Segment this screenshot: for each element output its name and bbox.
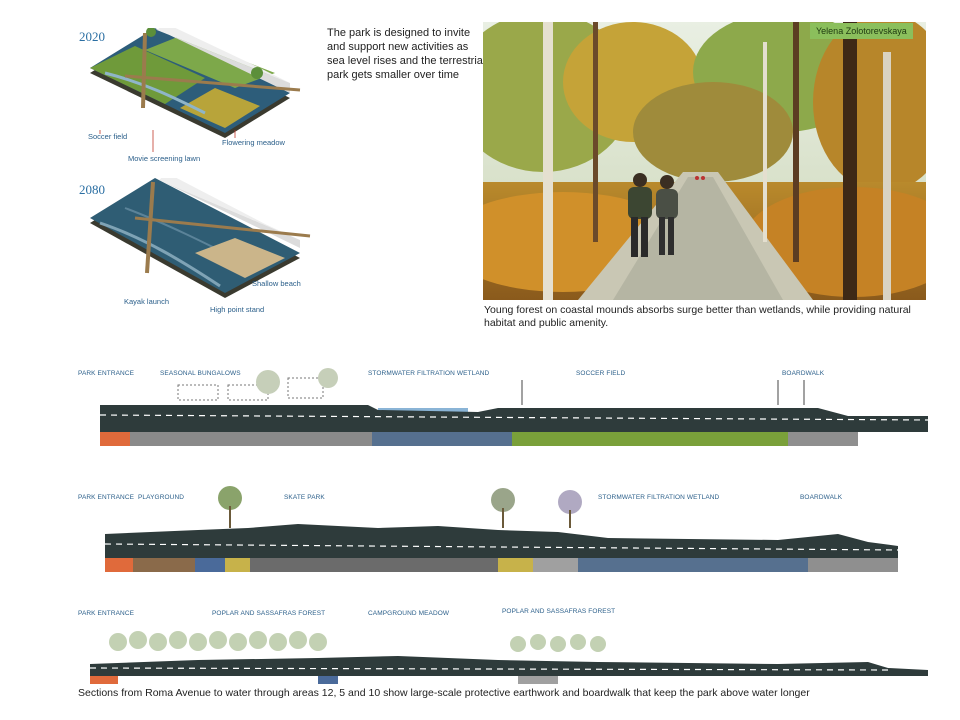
high-point-label: High point stand: [210, 305, 265, 314]
year-2080-label: 2080: [79, 182, 105, 197]
soccer-field-label: Soccer field: [88, 132, 128, 141]
iso-2020-leaders: [99, 130, 236, 152]
walker-figure-left: [628, 173, 652, 257]
section-2-label-stormwater-wetland: STORMWATER FILTRATION WETLAND: [598, 494, 720, 501]
section-1-label-soccer-field: SOCCER FIELD: [576, 370, 626, 377]
section-1-label-stormwater-wetland: STORMWATER FILTRATION WETLAND: [368, 370, 490, 377]
kayak-launch-label: Kayak launch: [124, 297, 170, 306]
section-2-label-park-entrance: PARK ENTRANCE: [78, 494, 135, 501]
flowering-meadow-label: Flowering meadow: [222, 138, 285, 147]
photo-caption: Young forest on coastal mounds absorbs s…: [484, 304, 911, 329]
section-3-label-campground-meadow: CAMPGROUND MEADOW: [368, 610, 450, 617]
photo-credit-badge: Yelena Zolotorevskaya: [810, 23, 913, 39]
section-1-label-seasonal-bungalows: SEASONAL BUNGALOWS: [160, 370, 241, 377]
section-3-label-poplar-forest-2: POPLAR AND SASSAFRAS FOREST: [502, 608, 616, 615]
section-2-label-playground: PLAYGROUND: [138, 494, 185, 501]
section-1-label-boardwalk: BOARDWALK: [782, 370, 825, 377]
bottom-caption: Sections from Roma Avenue to water throu…: [78, 687, 810, 699]
forest-path-photo: [483, 22, 926, 300]
section-2-graphic: [104, 486, 899, 572]
cross-section-3: PARK ENTRANCE POPLAR AND SASSAFRAS FORES…: [78, 604, 928, 684]
cross-section-1: PARK ENTRANCE SEASONAL BUNGALOWS STORMWA…: [78, 360, 928, 456]
iso-diagram-2020: [90, 28, 301, 138]
section-3-graphic: [89, 631, 928, 684]
section-3-label-park-entrance: PARK ENTRANCE: [78, 610, 135, 617]
iso-diagram-2080: [90, 178, 311, 298]
section-1-label-park-entrance: PARK ENTRANCE: [78, 370, 135, 377]
walker-figure-right: [656, 175, 678, 255]
section-3-label-poplar-forest-1: POPLAR AND SASSAFRAS FOREST: [212, 610, 326, 617]
section-2-label-boardwalk: BOARDWALK: [800, 494, 843, 501]
movie-lawn-label: Movie screening lawn: [128, 154, 201, 163]
shallow-beach-label: Shallow beach: [252, 279, 301, 288]
cross-section-2: PARK ENTRANCE PLAYGROUND SKATE PARK STOR…: [78, 486, 928, 582]
intro-text: The park is designed to invite and suppo…: [327, 27, 486, 81]
year-2020-label: 2020: [79, 29, 105, 44]
section-1-graphic: [99, 368, 928, 446]
section-2-label-skate-park: SKATE PARK: [284, 494, 325, 501]
